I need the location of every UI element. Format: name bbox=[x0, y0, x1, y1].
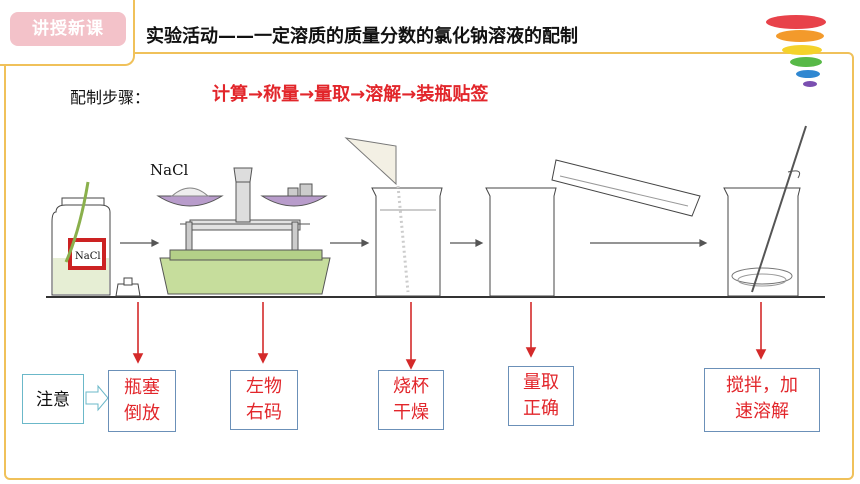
note-label: 注意 bbox=[22, 374, 84, 424]
pointer-arrows bbox=[132, 302, 767, 370]
header-tab: 讲授新课 bbox=[0, 0, 135, 66]
beaker-2 bbox=[485, 159, 701, 297]
beaker-1 bbox=[344, 137, 443, 297]
tip-measure: 量取 正确 bbox=[508, 366, 574, 426]
tip-stopper: 瓶塞 倒放 bbox=[108, 370, 176, 432]
tip-beaker: 烧杯 干燥 bbox=[378, 370, 444, 430]
bottle-stopper bbox=[115, 277, 141, 297]
steps-sequence: 计算→称量→量取→溶解→装瓶贴签 bbox=[212, 84, 489, 105]
beaker-3 bbox=[723, 125, 807, 297]
tip-balance: 左物 右码 bbox=[230, 370, 298, 430]
page-title: 实验活动——一定溶质的质量分数的氯化钠溶液的配制 bbox=[146, 26, 578, 47]
balance-label: NaCl bbox=[150, 161, 189, 179]
reagent-bottle bbox=[51, 181, 111, 296]
spiral-logo-icon bbox=[766, 15, 826, 87]
lesson-badge: 讲授新课 bbox=[10, 12, 126, 46]
note-arrow bbox=[85, 384, 109, 412]
bottle-label: NaCl bbox=[75, 251, 101, 262]
balance bbox=[156, 167, 331, 295]
tip-stir: 搅拌，加 速溶解 bbox=[704, 368, 820, 432]
process-arrows bbox=[120, 239, 708, 247]
steps-label: 配制步骤： bbox=[70, 88, 151, 107]
